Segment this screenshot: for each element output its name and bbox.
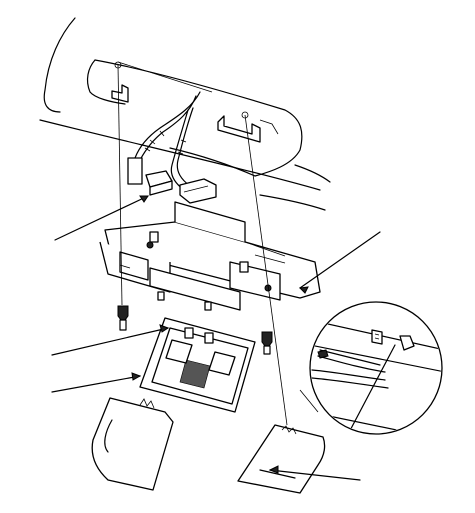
- wire-harness: [134, 91, 201, 191]
- console-frame: [139, 317, 256, 413]
- console-bracket: [99, 201, 321, 311]
- mounting-screw-left: [117, 305, 129, 331]
- roof-headliner: [39, 17, 331, 211]
- lens-right: [237, 424, 326, 494]
- callout-leaders: [51, 195, 381, 481]
- mounting-screw-right: [261, 331, 273, 355]
- alignment-lines: [114, 61, 288, 426]
- lens-left: [91, 397, 174, 491]
- roof-clip-left: [111, 84, 129, 103]
- harness-connector: [127, 157, 217, 204]
- detail-magnifier: [299, 301, 443, 435]
- roof-clip-right: [217, 115, 261, 143]
